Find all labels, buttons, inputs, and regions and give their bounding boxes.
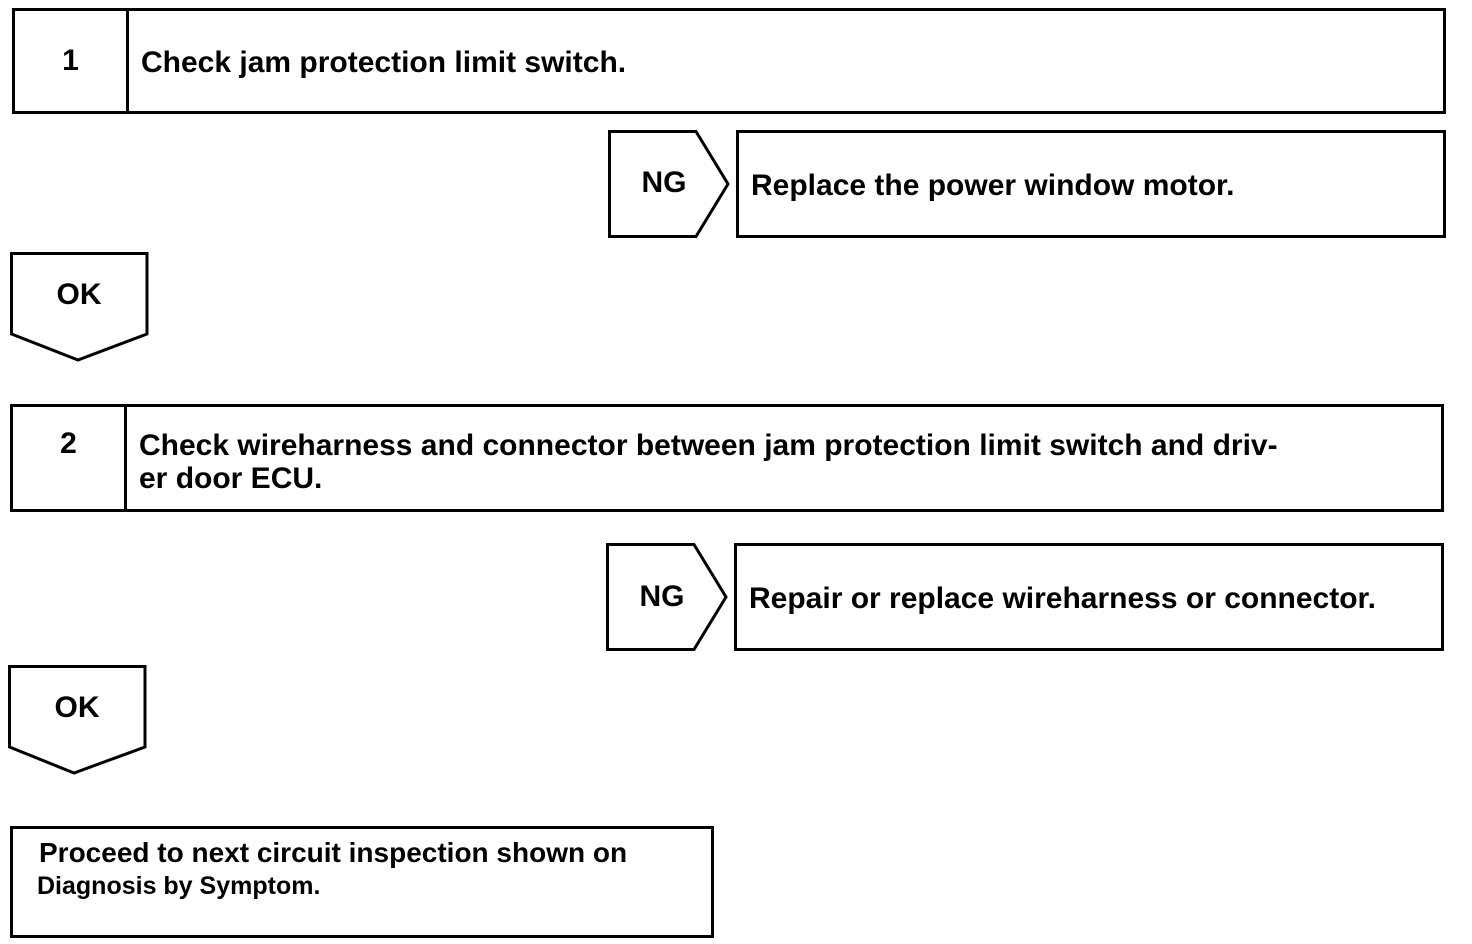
ng-2-action-text: Repair or replace wireharness or connect… (749, 582, 1376, 615)
step-1-text: Check jam protection limit switch. (141, 46, 627, 79)
ng-1-arrow-tag (608, 130, 730, 238)
step-1-box: 1 Check jam protection limit switch. (12, 8, 1446, 114)
final-action-box: Proceed to next circuit inspection shown… (10, 826, 714, 938)
ok-2-pentagon-tag (8, 665, 147, 775)
step-1-number-cell: 1 (15, 11, 129, 111)
ng-2-label: NG (639, 580, 685, 613)
ok-1-label: OK (56, 278, 102, 311)
ng-1-action-text: Replace the power window motor. (751, 169, 1235, 202)
final-action-line-1: Proceed to next circuit inspection shown… (39, 837, 628, 868)
step-2-box: 2 Check wireharness and connector betwee… (10, 404, 1444, 512)
ng-2-action-box: Repair or replace wireharness or connect… (734, 543, 1444, 651)
step-1-number: 1 (62, 44, 79, 77)
ok-2-label: OK (54, 691, 100, 724)
step-2-number: 2 (60, 427, 77, 460)
ng-1-action-box: Replace the power window motor. (736, 130, 1446, 238)
final-action-line-2: Diagnosis by Symptom. (37, 872, 321, 900)
step-2-number-cell: 2 (13, 407, 127, 509)
ok-1-pentagon-tag (10, 252, 149, 362)
step-2-text-line-1: Check wireharness and connector between … (139, 429, 1278, 462)
step-2-text-line-2: er door ECU. (139, 462, 323, 495)
ng-1-label: NG (641, 166, 687, 199)
ng-2-arrow-tag (606, 543, 728, 651)
